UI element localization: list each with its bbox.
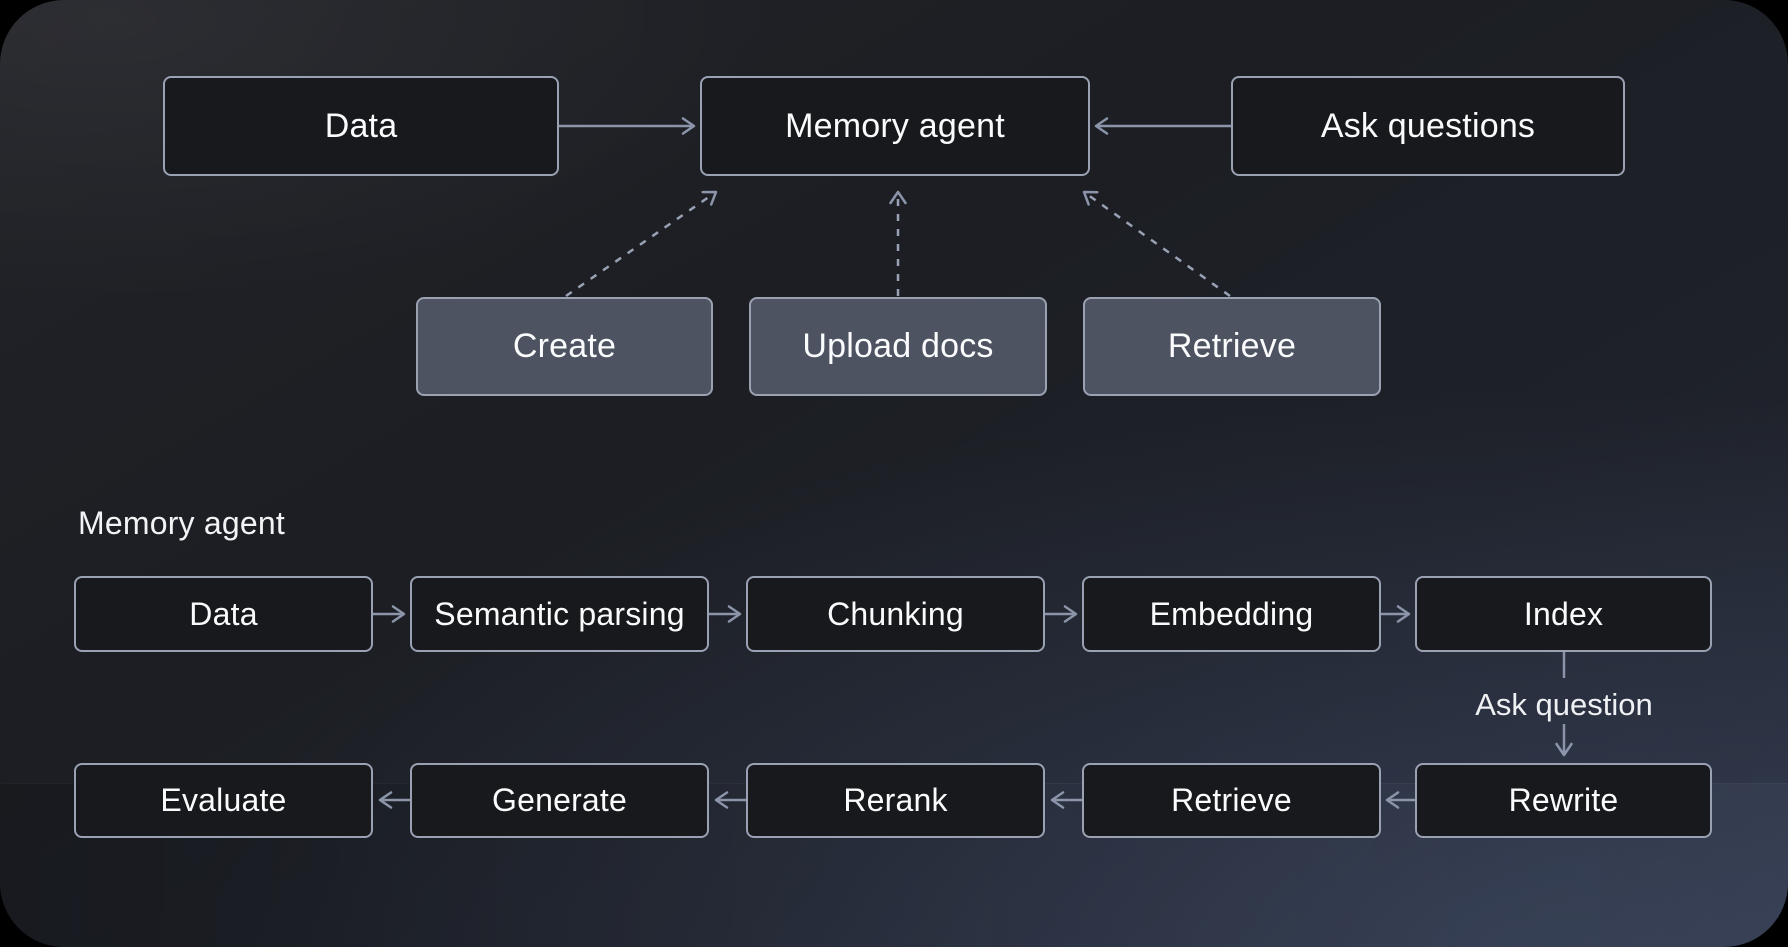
node-ask-questions: Ask questions — [1231, 76, 1625, 176]
node-index: Index — [1415, 576, 1712, 652]
node-upload-docs: Upload docs — [749, 297, 1047, 396]
section-title-memory-agent: Memory agent — [78, 505, 285, 541]
node-generate: Generate — [410, 763, 709, 838]
node-rerank: Rerank — [746, 763, 1045, 838]
node-create: Create — [416, 297, 713, 396]
edge-label-ask-question: Ask question — [1475, 687, 1653, 722]
node-rewrite: Rewrite — [1415, 763, 1712, 838]
edge-create-to-memory-agent — [565, 190, 718, 298]
node-chunking: Chunking — [746, 576, 1045, 652]
node-retrieve-action: Retrieve — [1083, 297, 1381, 396]
node-data-source: Data — [163, 76, 559, 176]
node-embedding: Embedding — [1082, 576, 1381, 652]
node-evaluate: Evaluate — [74, 763, 373, 838]
edge-retrieve-to-memory-agent — [1082, 190, 1231, 298]
node-semantic-parsing: Semantic parsing — [410, 576, 709, 652]
node-retrieve-query: Retrieve — [1082, 763, 1381, 838]
node-ingest-data: Data — [74, 576, 373, 652]
node-memory-agent: Memory agent — [700, 76, 1090, 176]
